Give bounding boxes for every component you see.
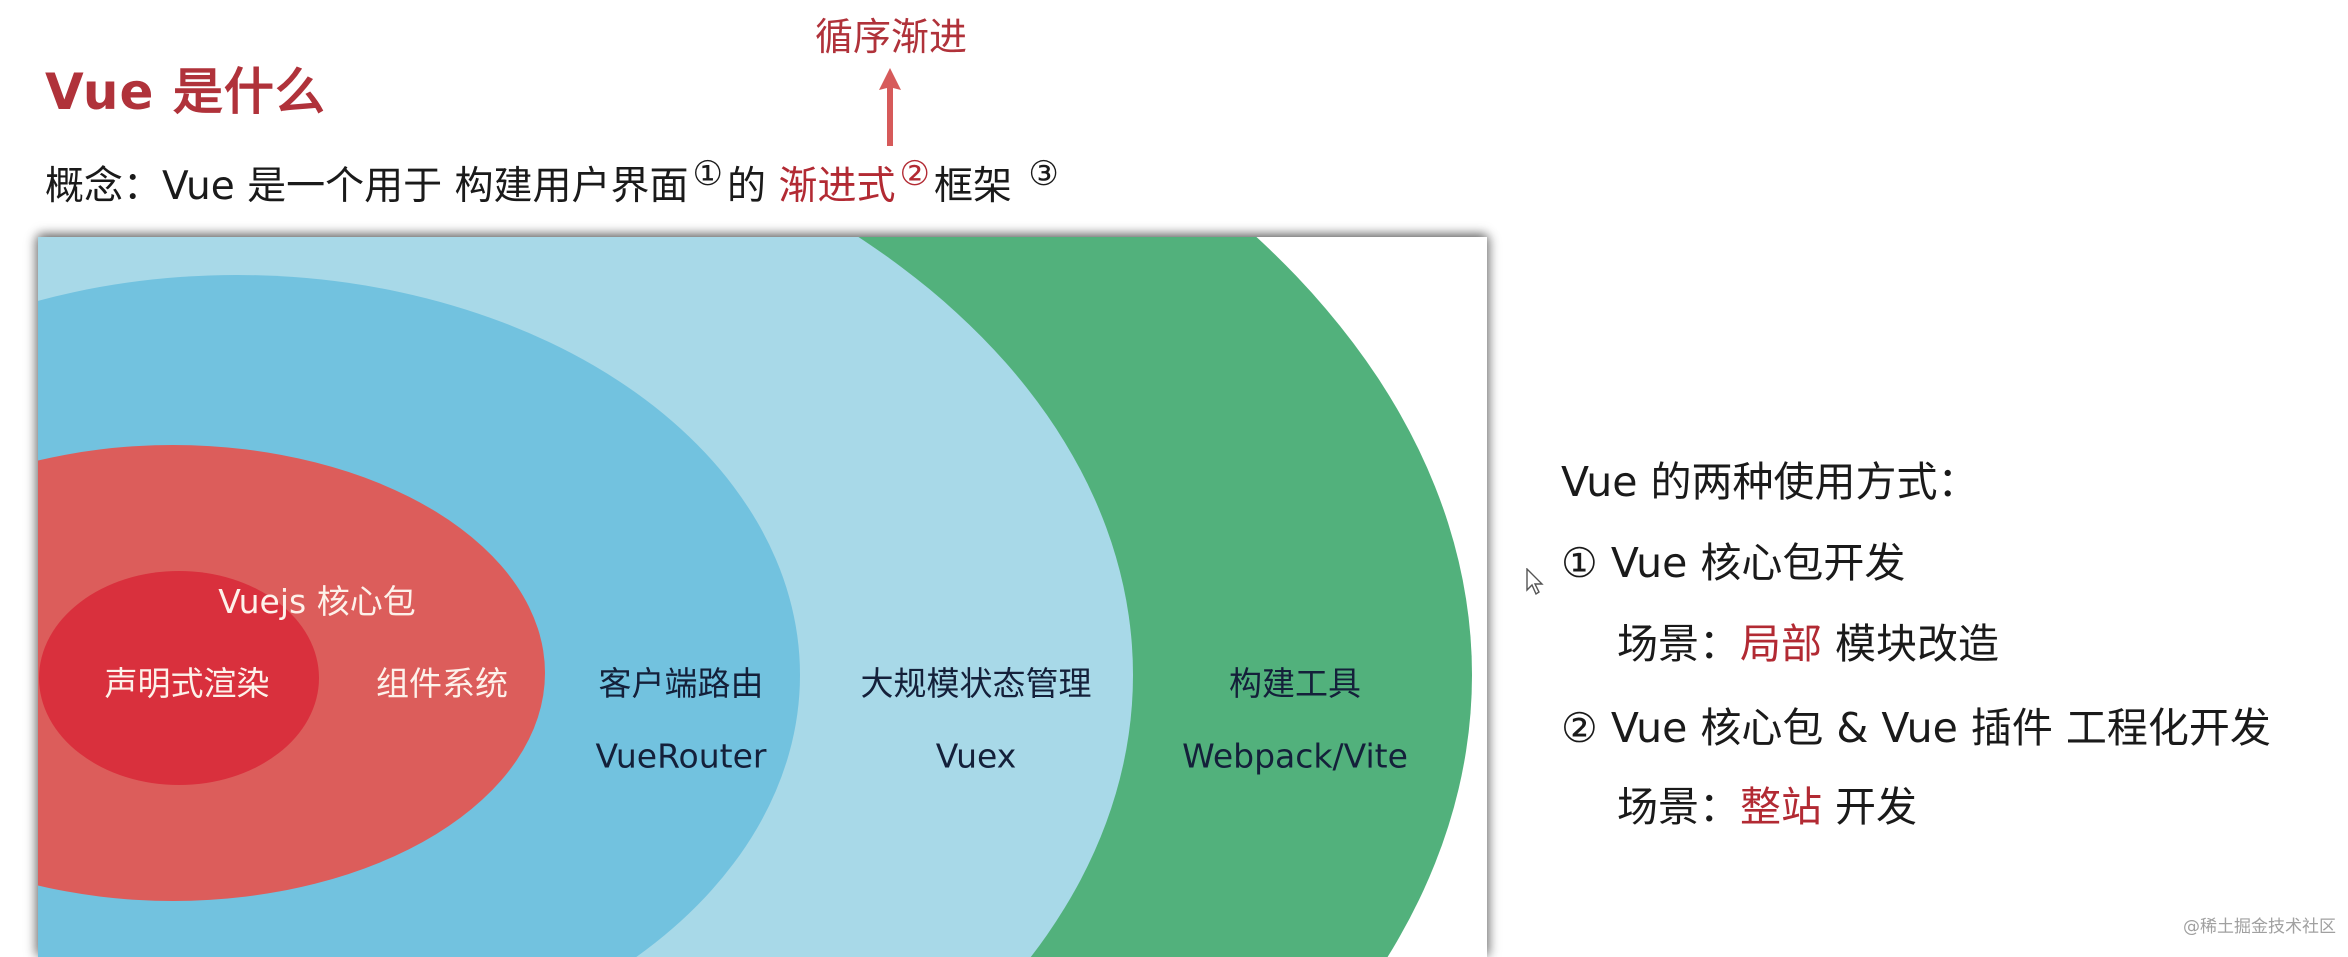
concept-prefix: 概念：Vue 是一个用于 构建用户界面 xyxy=(45,164,689,209)
mouse-cursor-icon xyxy=(1526,568,1544,596)
build-tools-label: 构建工具 xyxy=(1229,664,1361,703)
mode-2-marker: ② xyxy=(1561,704,1598,752)
vuerouter-label: VueRouter xyxy=(595,736,767,776)
marker-1: ① xyxy=(692,154,724,194)
watermark: @稀土掘金技术社区 xyxy=(2183,917,2336,937)
mode-2-scene-rest: 开发 xyxy=(1822,783,1918,831)
page-title: Vue 是什么 xyxy=(45,63,326,121)
mode-1-title: Vue 核心包开发 xyxy=(1610,539,1906,587)
vuex-label: Vuex xyxy=(935,736,1017,776)
arrow-up-icon xyxy=(879,68,901,146)
layer-declarative-render xyxy=(39,571,319,785)
client-router-label: 客户端路由 xyxy=(598,664,764,703)
concept-highlight-progressive: 渐进式 xyxy=(778,164,896,209)
marker-2: ② xyxy=(899,154,930,194)
progressive-annotation-label: 循序渐进 xyxy=(815,15,968,59)
mode-2-scene-label: 场景： xyxy=(1617,783,1740,831)
usage-heading: Vue 的两种使用方式： xyxy=(1561,458,1979,506)
component-system-label: 组件系统 xyxy=(376,664,508,703)
marker-3: ③ xyxy=(1028,154,1059,194)
webpack-vite-label: Webpack/Vite xyxy=(1182,736,1408,776)
usage-mode-2-scene: 场景：整站 开发 xyxy=(1617,773,1917,833)
mode-1-marker: ① xyxy=(1561,539,1598,587)
concept-suffix: 框架 xyxy=(933,164,1025,209)
state-management-label: 大规模状态管理 xyxy=(860,664,1092,703)
usage-mode-1: ① Vue 核心包开发 xyxy=(1561,529,1905,589)
mode-1-scene-label: 场景： xyxy=(1617,620,1740,668)
mode-1-scene-highlight: 局部 xyxy=(1740,620,1822,668)
progressive-framework-diagram: Vuejs 核心包 声明式渲染 组件系统 客户端路由 VueRouter 大规模… xyxy=(38,237,1487,957)
mode-1-scene-rest: 模块改造 xyxy=(1822,620,2000,668)
vue-core-label: Vuejs 核心包 xyxy=(218,582,416,621)
usage-mode-2: ② Vue 核心包 & Vue 插件 工程化开发 xyxy=(1561,694,2271,754)
declarative-render-label: 声明式渲染 xyxy=(104,664,270,703)
concentric-layers-graphic xyxy=(38,237,1487,957)
mode-2-title: Vue 核心包 & Vue 插件 工程化开发 xyxy=(1610,704,2271,752)
concept-mid: 的 xyxy=(727,164,779,209)
usage-mode-1-scene: 场景：局部 模块改造 xyxy=(1617,610,1999,670)
mode-2-scene-highlight: 整站 xyxy=(1740,783,1822,831)
